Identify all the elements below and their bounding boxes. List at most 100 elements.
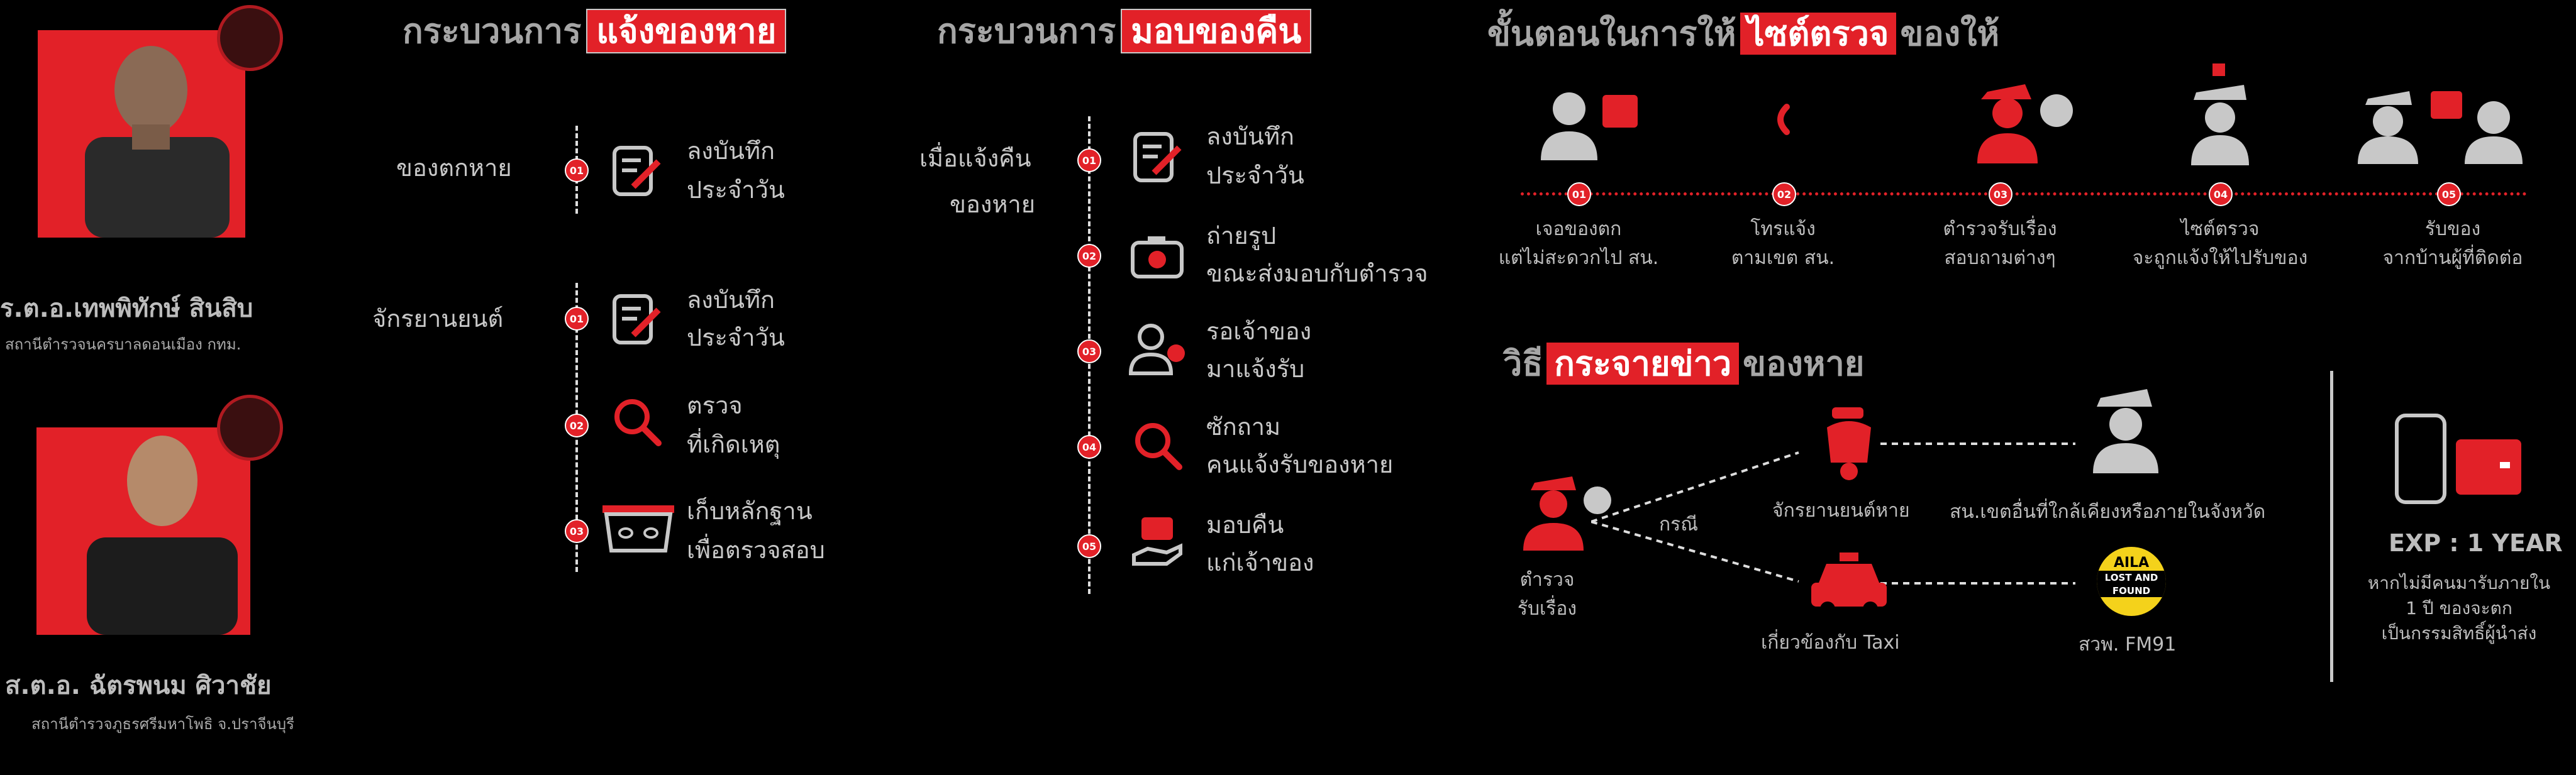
report-step-2-1-line2: ประจำวัน <box>687 324 785 351</box>
return-step-5-line1: มอบคืน <box>1206 511 1284 539</box>
broadcast-taxi-label: เกี่ยวข้องกับ Taxi <box>1761 632 1900 654</box>
camera-icon <box>1126 225 1189 288</box>
radio-logo-bot: FOUND <box>2097 585 2166 597</box>
taxi-icon <box>1805 550 1893 619</box>
step-badge: 01 <box>1567 182 1591 206</box>
steps-caption-1: เจอของตก แต่ไม่สะดวกไป สน. <box>1491 215 1667 273</box>
magnifier-icon <box>1126 414 1189 476</box>
expiry-desc: หากไม่มีคนมารับภายใน 1 ปี ของจะตก เป็นกร… <box>2358 571 2560 646</box>
return-left-line1: เมื่อแจ้งคืน <box>919 145 1031 172</box>
broadcast-title-highlight: กระจายข่าว <box>1546 343 1740 385</box>
evidence-box-icon <box>597 497 679 559</box>
user-clock-icon <box>1126 317 1189 380</box>
expiry-line3: เป็นกรรมสิทธิ์ผู้นำส่ง <box>2381 623 2537 644</box>
steps-title: ขั้นตอนในการให้ไซต์ตรวจของให้ <box>1487 6 1999 60</box>
steps-caption-4-line1: ไซต์ตรวจ <box>2180 218 2260 240</box>
report-group-2-label: จักรยานยนต์ <box>372 305 504 333</box>
step-badge: 04 <box>1077 435 1101 459</box>
steps-caption-2: โทรแจ้ง ตามเขต สน. <box>1704 215 1862 273</box>
step-badge: 02 <box>1772 182 1796 206</box>
steps-caption-2-line1: โทรแจ้ง <box>1750 218 1816 240</box>
broadcast-police-caption: ตำรวจ รับเรื่อง <box>1509 566 1585 624</box>
broadcast-title: วิธีกระจายข่าวของหาย <box>1503 336 1864 390</box>
broadcast-police-line2: รับเรื่อง <box>1517 598 1577 620</box>
step-badge: 05 <box>1077 534 1101 558</box>
steps-caption-4: ไซต์ตรวจ จะถูกแจ้งให้ไปรับของ <box>2126 215 2314 273</box>
step-badge: 05 <box>2437 182 2461 206</box>
report-title-highlight: แจ้งของหาย <box>586 9 787 53</box>
return-step-5-line2: แก่เจ้าของ <box>1206 549 1314 576</box>
expiry-line1: หากไม่มีคนมารับภายใน <box>2367 573 2551 593</box>
report-step-2-1-line1: ลงบันทึก <box>687 286 775 314</box>
seal-icon <box>217 5 283 71</box>
return-title: กระบวนการมอบของคืน <box>937 4 1312 58</box>
steps-caption-1-line1: เจอของตก <box>1535 218 1622 240</box>
step-badge: 03 <box>1989 182 2012 206</box>
steps-caption-4-line2: จะถูกแจ้งให้ไปรับของ <box>2132 247 2308 269</box>
broadcast-case-label: กรณี <box>1659 514 1699 536</box>
police-officer-icon <box>1956 69 2082 170</box>
return-step-4-line2: คนแจ้งรับของหาย <box>1206 451 1394 478</box>
step-badge: 02 <box>1077 244 1101 268</box>
steps-caption-3-line1: ตำรวจรับเรื่อง <box>1943 218 2057 240</box>
return-step-3-line2: มาแจ้งรับ <box>1206 355 1305 383</box>
steps-title-highlight: ไซต์ตรวจ <box>1740 13 1897 55</box>
step-badge: 04 <box>2209 182 2233 206</box>
report-step-2-2-line2: ที่เกิดเหตุ <box>687 431 780 458</box>
magnifier-icon <box>605 390 668 453</box>
notepad-icon <box>605 140 668 202</box>
steps-timeline <box>1521 192 2527 195</box>
steps-title-suffix: ของให้ <box>1900 14 2000 53</box>
person-2-photo <box>36 427 250 635</box>
broadcast-moto-label: จักรยานยนต์หาย <box>1772 500 1910 522</box>
report-step-2-3-line1: เก็บหลักฐาน <box>687 497 813 525</box>
person-1-photo <box>38 30 245 238</box>
step-badge: 01 <box>1077 148 1101 172</box>
phone-wallet-icon <box>2393 412 2525 506</box>
broadcast-police-line1: ตำรวจ <box>1519 569 1575 591</box>
return-step-1-line2: ประจำวัน <box>1206 162 1304 189</box>
broadcast-title-prefix: วิธี <box>1503 344 1543 383</box>
person-1-name: ร.ต.อ.เทพพิทักษ์ สินสิบ <box>0 294 253 323</box>
notepad-icon <box>605 288 668 351</box>
person-2-name: ส.ต.อ. ฉัตรพนม ศิวาชัย <box>5 671 272 700</box>
notepad-icon <box>1126 126 1189 189</box>
officer-gray-icon <box>2082 380 2170 475</box>
delivery-icon <box>2349 66 2531 167</box>
steps-caption-1-line2: แต่ไม่สะดวกไป สน. <box>1498 247 1659 269</box>
return-title-highlight: มอบของคืน <box>1121 9 1312 53</box>
phone-icon <box>1758 94 1808 145</box>
broadcast-title-suffix: ของหาย <box>1743 344 1865 383</box>
step-badge: 01 <box>565 307 589 331</box>
broadcast-connectors <box>1591 442 2075 585</box>
steps-caption-5: รับของ จากบ้านผู้ที่ติดต่อ <box>2365 215 2541 273</box>
report-group-1-label: ของตกหาย <box>396 154 512 182</box>
steps-caption-3: ตำรวจรับเรื่อง สอบถามต่างๆ <box>1918 215 2082 273</box>
expiry-title: EXP : 1 YEAR <box>2389 529 2563 557</box>
return-step-2-line2: ขณะส่งมอบกับตำรวจ <box>1206 260 1428 287</box>
return-step-4-line1: ซักถาม <box>1206 413 1281 441</box>
hand-wallet-icon <box>1126 510 1189 573</box>
expiry-line2: 1 ปี ของจะตก <box>2406 598 2512 618</box>
return-title-prefix: กระบวนการ <box>937 11 1116 51</box>
person-2-org: สถานีตำรวจภูธรศรีมหาโพธิ จ.ปราจีนบุรี <box>31 715 295 733</box>
radio-logo: AILA LOST AND FOUND <box>2097 547 2166 616</box>
steps-caption-2-line2: ตามเขต สน. <box>1731 247 1835 269</box>
return-step-2-line1: ถ่ายรูป <box>1206 222 1277 250</box>
person-1-org: สถานีตำรวจนครบาลดอนเมือง กทม. <box>5 336 242 353</box>
steps-title-prefix: ขั้นตอนในการให้ <box>1487 14 1736 53</box>
return-left-line2: ของหาย <box>950 190 1036 218</box>
steps-caption-3-line2: สอบถามต่างๆ <box>1944 247 2056 269</box>
police-siren-icon <box>2182 60 2258 167</box>
report-step-2-3-line2: เพื่อตรวจสอบ <box>687 536 825 564</box>
report-title: กระบวนการแจ้งของหาย <box>402 4 787 58</box>
broadcast-radio-label: สวพ. FM91 <box>2079 634 2177 656</box>
step-badge: 01 <box>565 158 589 182</box>
seal-icon <box>217 395 283 461</box>
expiry-divider <box>2330 371 2333 682</box>
report-title-prefix: กระบวนการ <box>402 11 582 51</box>
police-officer-icon <box>1509 465 1616 553</box>
report-step-2-2-line1: ตรวจ <box>687 392 743 419</box>
broadcast-nearby-label: สน.เขตอื่นที่ใกล้เคียงหรือภายในจังหวัด <box>1950 501 2266 523</box>
steps-caption-5-line1: รับของ <box>2424 218 2481 240</box>
